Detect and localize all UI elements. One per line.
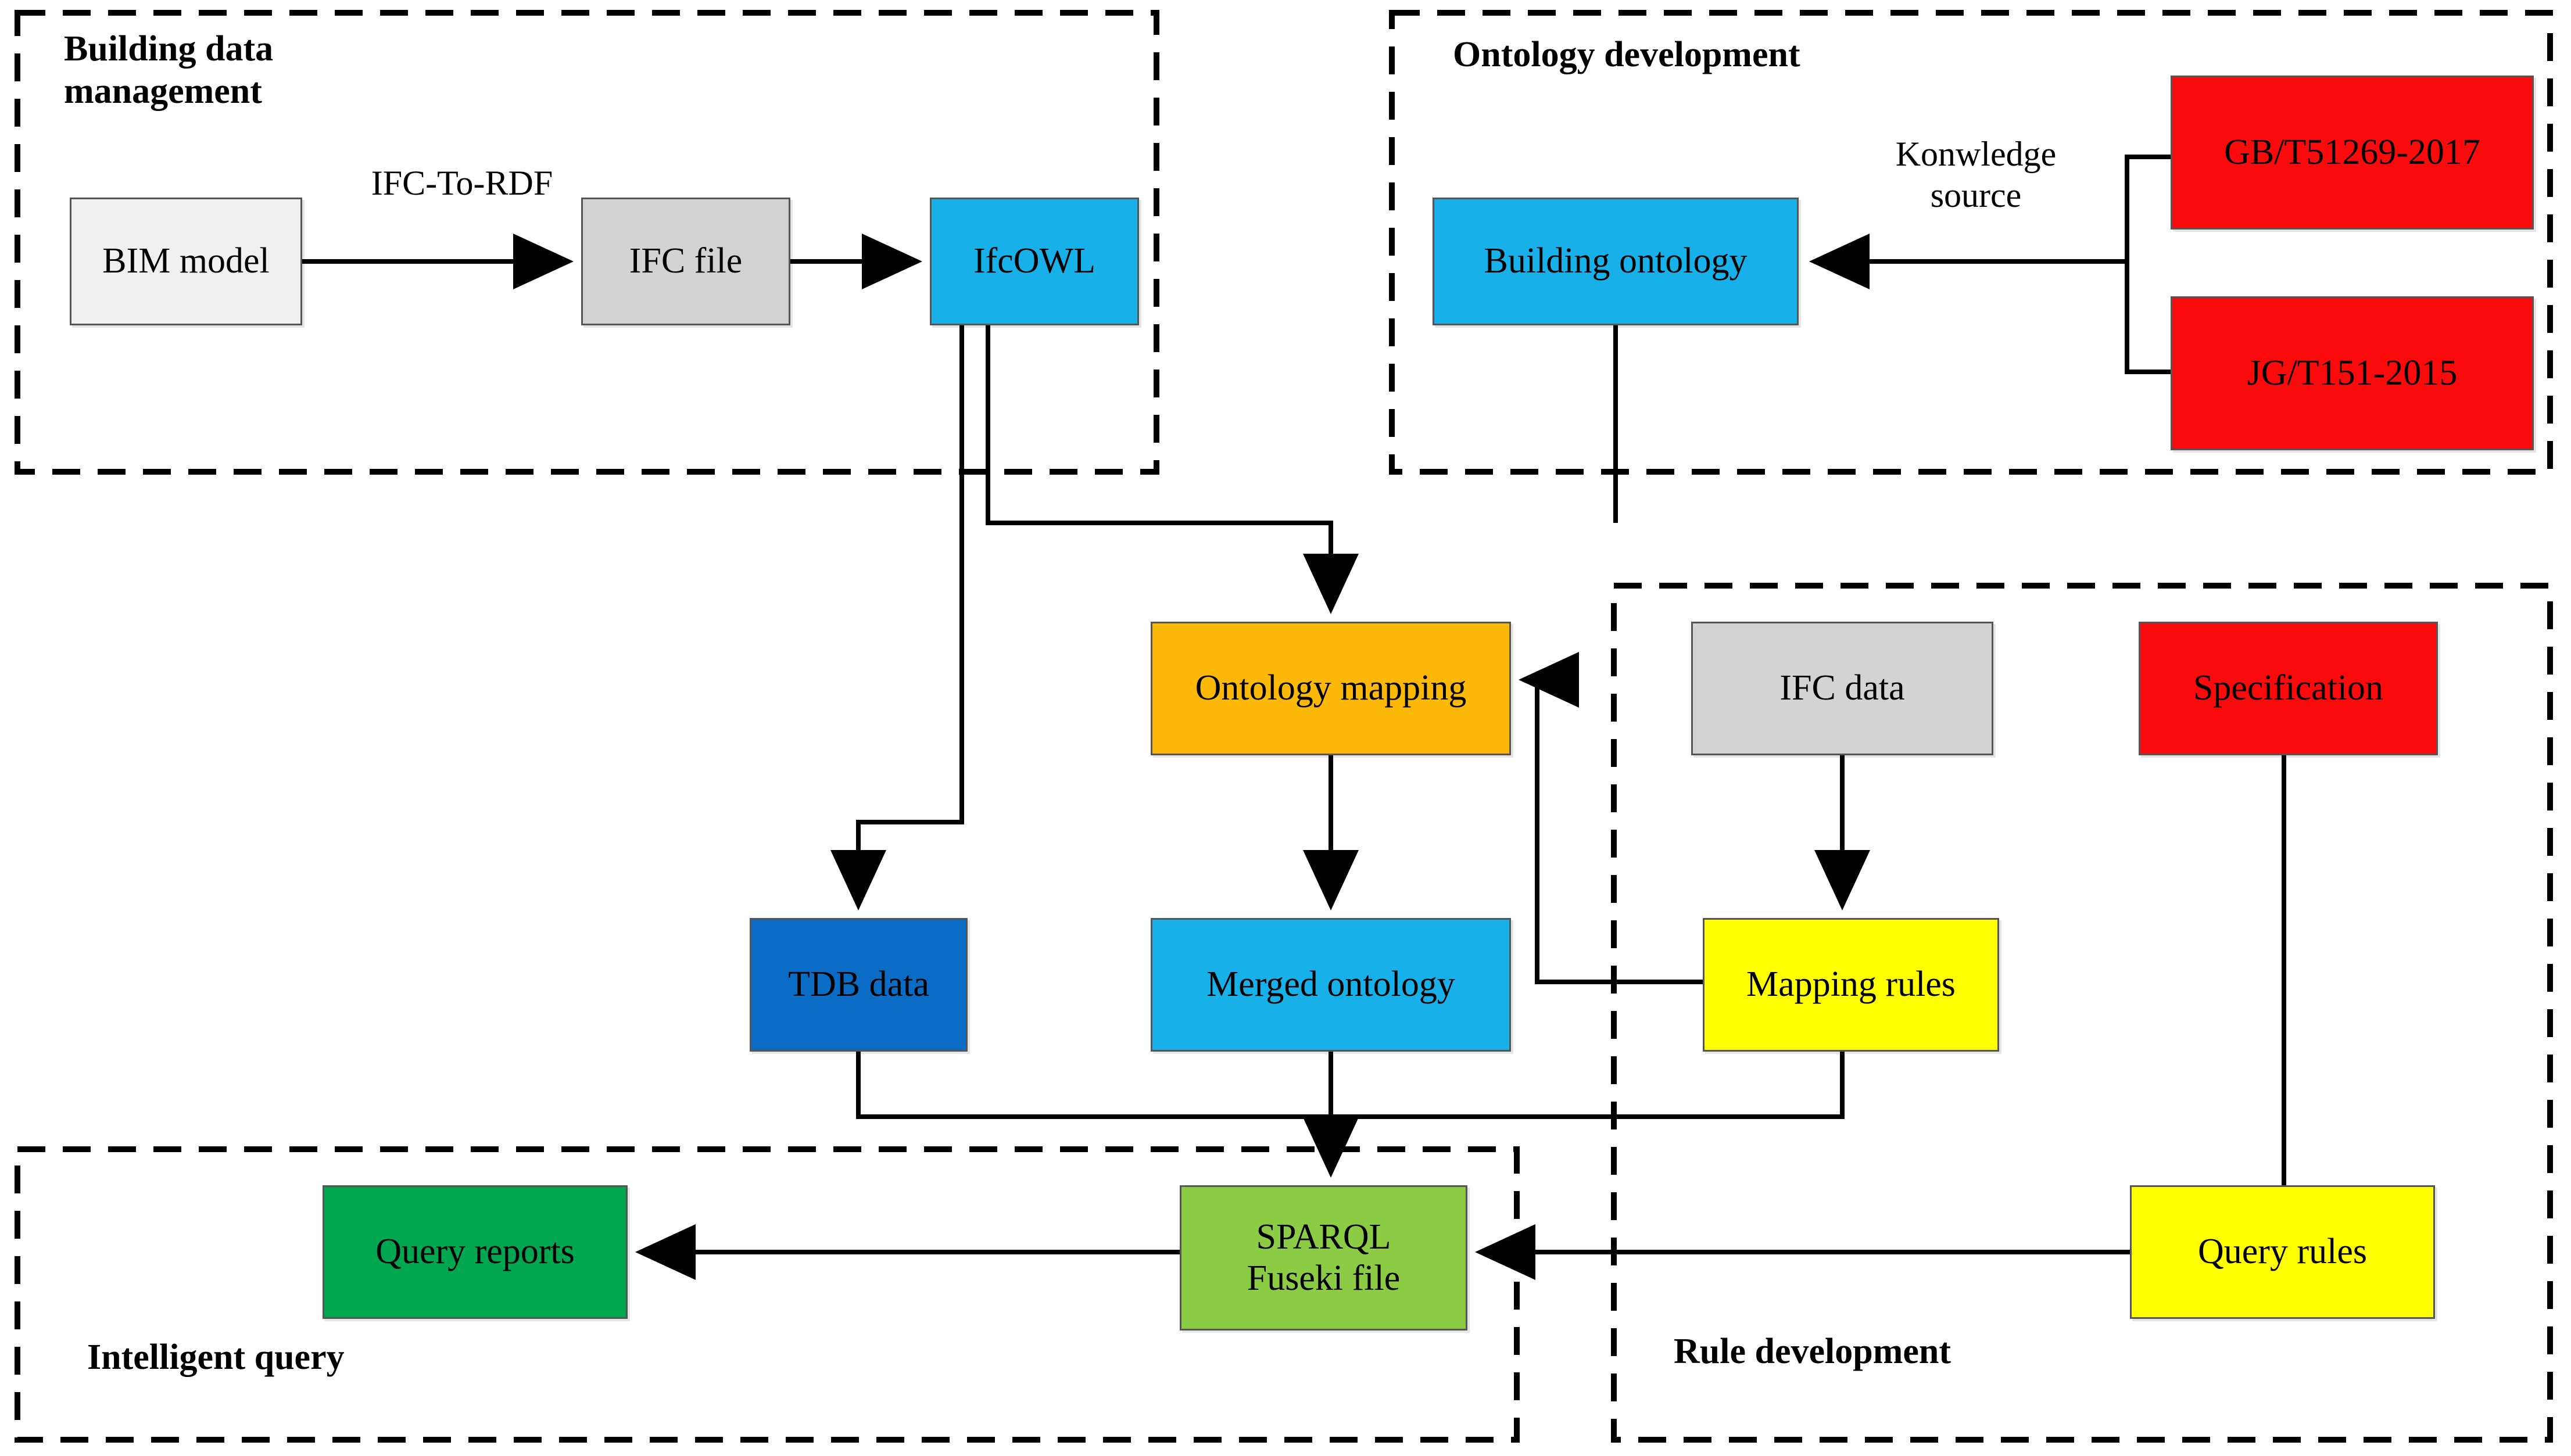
edge-merge-to-ontologymapping [986,325,1359,614]
node-ontology-mapping[interactable]: Ontology mapping [1151,622,1511,755]
node-gbt51269-2017[interactable]: GB/T51269-2017 [2171,76,2534,229]
edge-label-knowledge-source: Konwledge source [1895,135,2057,214]
node-ifc-file[interactable]: IFC file [581,198,790,325]
group-frame-building-data-management [15,10,1159,475]
node-jgt151-2015[interactable]: JG/T151-2015 [2171,296,2534,450]
node-bim-model[interactable]: BIM model [70,198,302,325]
group-label-ontology-development: Ontology development [1453,35,1800,74]
group-label-building-data-management: Building data management [64,29,274,112]
edge-mappingrules-to-bus [1331,1052,1845,1119]
node-sparql-fuseki-file[interactable]: SPARQL Fuseki file [1180,1185,1467,1331]
node-building-ontology[interactable]: Building ontology [1433,198,1799,325]
group-label-rule-development: Rule development [1674,1332,1951,1371]
group-label-intelligent-query: Intelligent query [87,1337,345,1377]
node-merged-ontology[interactable]: Merged ontology [1151,918,1511,1052]
node-specification[interactable]: Specification [2139,622,2438,755]
node-mapping-rules[interactable]: Mapping rules [1703,918,1999,1052]
node-tdb-data[interactable]: TDB data [750,918,968,1052]
edge-tdb-to-bus [856,1052,1331,1119]
node-ifc-data[interactable]: IFC data [1691,622,1993,755]
node-ifcowl[interactable]: IfcOWL [930,198,1139,325]
group-frame-intelligent-query [15,1146,1520,1443]
edge-ifcowl-to-tdb [830,325,964,910]
group-frame-ontology-development [1389,10,2553,475]
group-frame-rule-development [1611,583,2553,1443]
edge-label-ifc-to-rdf: IFC-To-RDF [371,164,553,202]
edge-mappingrules-to-ontologymapping [1519,652,1703,984]
node-query-rules[interactable]: Query rules [2130,1185,2435,1319]
edge-jgt-stub [2125,261,2171,374]
node-query-reports[interactable]: Query reports [323,1185,628,1319]
